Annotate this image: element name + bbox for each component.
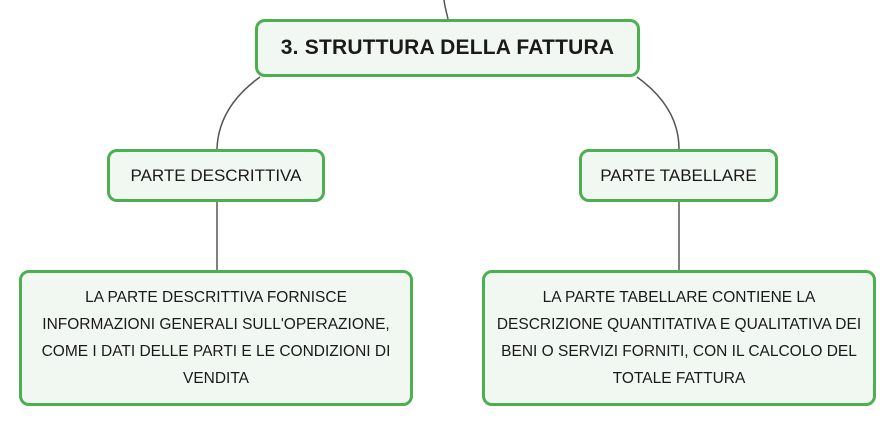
detail-node-text: LA PARTE TABELLARE CONTIENE LA DESCRIZIO… (496, 289, 862, 387)
branch-node-parte-tabellare[interactable]: PARTE TABELLARE (579, 149, 778, 202)
detail-node-parte-tabellare[interactable]: LA PARTE TABELLARE CONTIENE LA DESCRIZIO… (482, 270, 876, 406)
connector-root-to-tabellare (636, 76, 680, 150)
branch-node-label: PARTE DESCRITTIVA (130, 165, 302, 185)
detail-node-parte-descrittiva[interactable]: LA PARTE DESCRITTIVA FORNISCE INFORMAZIO… (19, 270, 413, 406)
root-node-label: 3. STRUTTURA DELLA FATTURA (280, 36, 615, 59)
connector-root-to-descrittiva (216, 76, 261, 150)
connector-parent-to-root (443, 0, 449, 20)
branch-node-parte-descrittiva[interactable]: PARTE DESCRITTIVA (107, 149, 325, 202)
root-node[interactable]: 3. STRUTTURA DELLA FATTURA (255, 19, 640, 77)
detail-node-text: LA PARTE DESCRITTIVA FORNISCE INFORMAZIO… (41, 289, 391, 387)
branch-node-label: PARTE TABELLARE (600, 165, 757, 185)
